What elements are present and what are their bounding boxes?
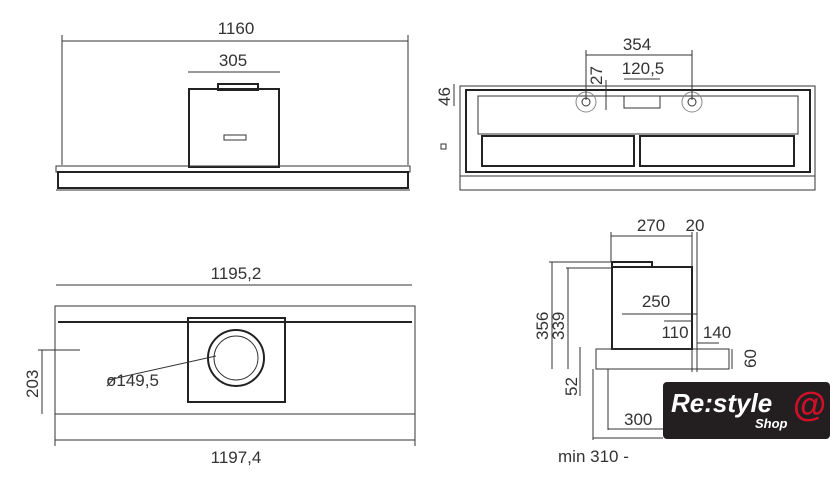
bottom-width-dimension: 1197,4	[211, 448, 262, 467]
top-width-dimension: 1195,2	[211, 264, 262, 283]
front-view: 1160 305	[55, 19, 411, 191]
body-height-dimension: 339	[549, 312, 568, 340]
width-dimension: 1160	[218, 19, 255, 38]
total-height-dimension: 356	[533, 312, 552, 340]
depth-dimension: 270	[637, 216, 665, 235]
motor-width-dimension: 305	[219, 51, 247, 70]
outlet-dimension: 110	[661, 323, 688, 342]
outlet-offset-dimension: 27	[587, 66, 606, 85]
restyle-shop-logo: Re:style Shop @	[663, 382, 830, 439]
height-dimension: 203	[23, 370, 42, 398]
at-cart-icon: @	[793, 386, 827, 424]
front-height-dimension: 46	[435, 87, 454, 106]
bottom-dimension: 52	[562, 377, 581, 396]
outlet-width-dimension: 120,5	[622, 59, 665, 78]
top-view: 354 120,5 27 46	[435, 35, 816, 191]
inner-dimension: 250	[642, 292, 670, 311]
holes-distance-dimension: 354	[623, 35, 651, 54]
front-dimension: 140	[703, 323, 731, 342]
bottom-view: 1195,2 1197,4 203 ø149,5	[23, 264, 416, 467]
min-depth-dimension: 300	[624, 410, 652, 429]
min-range-dimension: min 310 -	[558, 447, 629, 466]
logo-sub: Shop	[755, 416, 788, 431]
back-dimension: 20	[686, 216, 705, 235]
side-view: 270 20 356 339 250 110 140 60 52 300 min…	[533, 216, 760, 466]
logo-brand: Re:style	[671, 388, 773, 418]
diameter-dimension: ø149,5	[106, 371, 159, 390]
lip-dimension: 60	[741, 349, 760, 368]
